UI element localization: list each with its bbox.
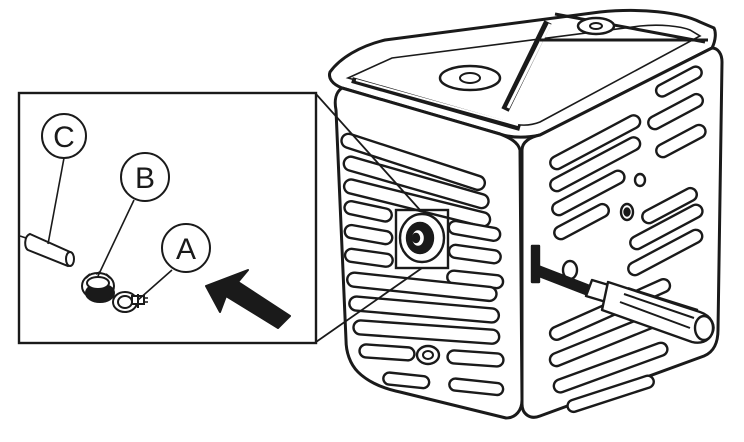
right-slot bbox=[551, 169, 626, 217]
front-slot bbox=[343, 200, 393, 223]
top-ridge-inner-a bbox=[355, 79, 519, 126]
right-hole-inner bbox=[623, 207, 631, 217]
callout-b-leader bbox=[97, 199, 135, 277]
screwdriver-groove bbox=[627, 287, 699, 311]
right-slot bbox=[627, 228, 704, 277]
front-slot bbox=[446, 349, 505, 368]
callout-c: C bbox=[41, 113, 87, 159]
top-ridge-inner-b bbox=[506, 23, 552, 109]
right-slot bbox=[641, 186, 698, 225]
callout-a: A bbox=[161, 223, 211, 273]
screwdriver-groove bbox=[619, 301, 691, 329]
front-bottom-knob-inner bbox=[422, 350, 434, 360]
front-slot bbox=[352, 319, 501, 345]
screwdriver-tip-stub bbox=[530, 244, 541, 284]
front-slot bbox=[448, 377, 505, 397]
right-slot bbox=[549, 136, 642, 193]
front-slot bbox=[343, 223, 394, 246]
screwdriver-groove bbox=[623, 293, 695, 319]
front-slot bbox=[342, 155, 490, 210]
callout-b: B bbox=[120, 152, 170, 202]
part-c-tube bbox=[19, 232, 75, 268]
right-slot bbox=[553, 202, 610, 241]
zoom-leader-lines bbox=[315, 93, 423, 343]
front-slot bbox=[382, 371, 431, 390]
top-vent-hole-small-inner bbox=[589, 22, 603, 30]
front-vent-slots bbox=[340, 132, 505, 397]
right-slot bbox=[655, 123, 707, 159]
callout-leaders bbox=[47, 157, 173, 301]
front-slot bbox=[343, 247, 394, 268]
front-slot bbox=[358, 343, 416, 362]
top-ridge-diagonal-b bbox=[501, 20, 552, 112]
callout-a-leader bbox=[137, 269, 173, 301]
callout-c-label: C bbox=[53, 121, 75, 154]
top-ridge-diagonal-d bbox=[554, 12, 706, 44]
callout-a-label: A bbox=[176, 233, 196, 266]
right-slot bbox=[566, 374, 655, 414]
callout-b-label: B bbox=[135, 162, 155, 195]
callout-c-leader bbox=[47, 157, 65, 245]
right-slot bbox=[647, 92, 704, 131]
right-slot bbox=[552, 341, 669, 394]
front-slot bbox=[340, 132, 487, 192]
right-slot bbox=[549, 114, 642, 171]
front-slot bbox=[348, 295, 501, 324]
screwdriver-end-cap bbox=[693, 314, 715, 342]
front-slot bbox=[346, 271, 498, 303]
right-slot bbox=[654, 65, 703, 98]
screwdriver-icon bbox=[530, 244, 715, 344]
right-slot bbox=[629, 203, 704, 251]
top-ridge-diagonal-a bbox=[351, 77, 521, 131]
front-nozzle bbox=[398, 212, 446, 264]
arrow-icon bbox=[205, 269, 291, 329]
top-face-details bbox=[345, 12, 708, 131]
top-vent-hole-large-inner bbox=[459, 72, 481, 84]
part-b-fitting bbox=[81, 271, 115, 303]
right-hole bbox=[633, 172, 647, 188]
